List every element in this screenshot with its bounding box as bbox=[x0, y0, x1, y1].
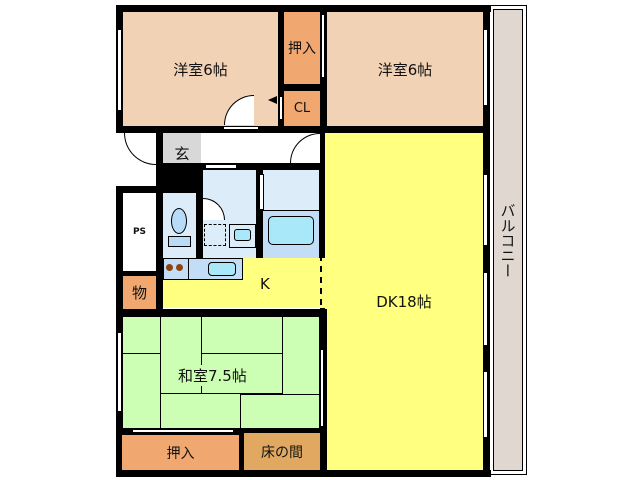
window-dk-2 bbox=[483, 273, 488, 345]
kitchen-label: K bbox=[260, 275, 270, 293]
toilet-icon bbox=[171, 208, 187, 234]
dk-kitchen-divider bbox=[320, 255, 322, 305]
entrance-label: 玄 bbox=[174, 144, 190, 163]
closet-top: 押入 bbox=[284, 12, 320, 84]
closet-bottom: 押入 bbox=[122, 435, 239, 470]
window-w2-left bbox=[321, 15, 325, 77]
bath-door[interactable] bbox=[259, 174, 264, 210]
window-jr-right bbox=[320, 350, 324, 426]
cl: CL bbox=[284, 91, 320, 126]
washer-icon bbox=[204, 224, 226, 246]
tokonoma-divider bbox=[239, 429, 244, 471]
window-dk-3 bbox=[483, 372, 488, 437]
cl-door-flag bbox=[268, 96, 277, 104]
window-w2-right bbox=[483, 30, 488, 105]
storage: 物 bbox=[123, 276, 156, 309]
window-jr-left bbox=[117, 333, 122, 411]
storage-label: 物 bbox=[131, 284, 147, 302]
closet-bottom-label: 押入 bbox=[166, 445, 195, 462]
bathtub-icon bbox=[268, 216, 314, 245]
window-dk-1 bbox=[483, 175, 488, 245]
pipe-space-label: PS bbox=[132, 227, 147, 237]
toilet-tank-icon bbox=[168, 236, 191, 247]
western-room-2: 洋室6帖 bbox=[327, 12, 483, 126]
tokonoma-label: 床の間 bbox=[261, 444, 303, 461]
entry-door[interactable] bbox=[124, 133, 156, 165]
closet-top-label: 押入 bbox=[288, 41, 316, 57]
japanese-room-label: 和室7.5帖 bbox=[178, 365, 247, 386]
dk: DK18帖 bbox=[325, 133, 483, 470]
balcony: バルコニー bbox=[493, 9, 523, 471]
cl-label: CL bbox=[293, 101, 311, 116]
window-w1 bbox=[117, 30, 122, 110]
pipe-space: PS bbox=[123, 193, 156, 271]
wash-basin-bowl-icon bbox=[234, 229, 251, 241]
washroom-window bbox=[206, 164, 236, 169]
dk-label: DK18帖 bbox=[376, 293, 432, 311]
tokonoma: 床の間 bbox=[244, 433, 320, 470]
sink-icon bbox=[208, 262, 236, 276]
entry-wall bbox=[156, 133, 163, 189]
burner-icon-1 bbox=[166, 264, 173, 271]
sliding-door-closet[interactable] bbox=[133, 429, 233, 433]
western-room-2-label: 洋室6帖 bbox=[377, 60, 433, 79]
burner-icon-2 bbox=[176, 264, 183, 271]
western-room-1-label: 洋室6帖 bbox=[173, 60, 228, 79]
door-w1-gap bbox=[223, 126, 259, 130]
western-room-1: 洋室6帖 bbox=[123, 12, 278, 126]
balcony-label: バルコニー bbox=[498, 202, 517, 278]
cl-door[interactable] bbox=[279, 96, 283, 120]
